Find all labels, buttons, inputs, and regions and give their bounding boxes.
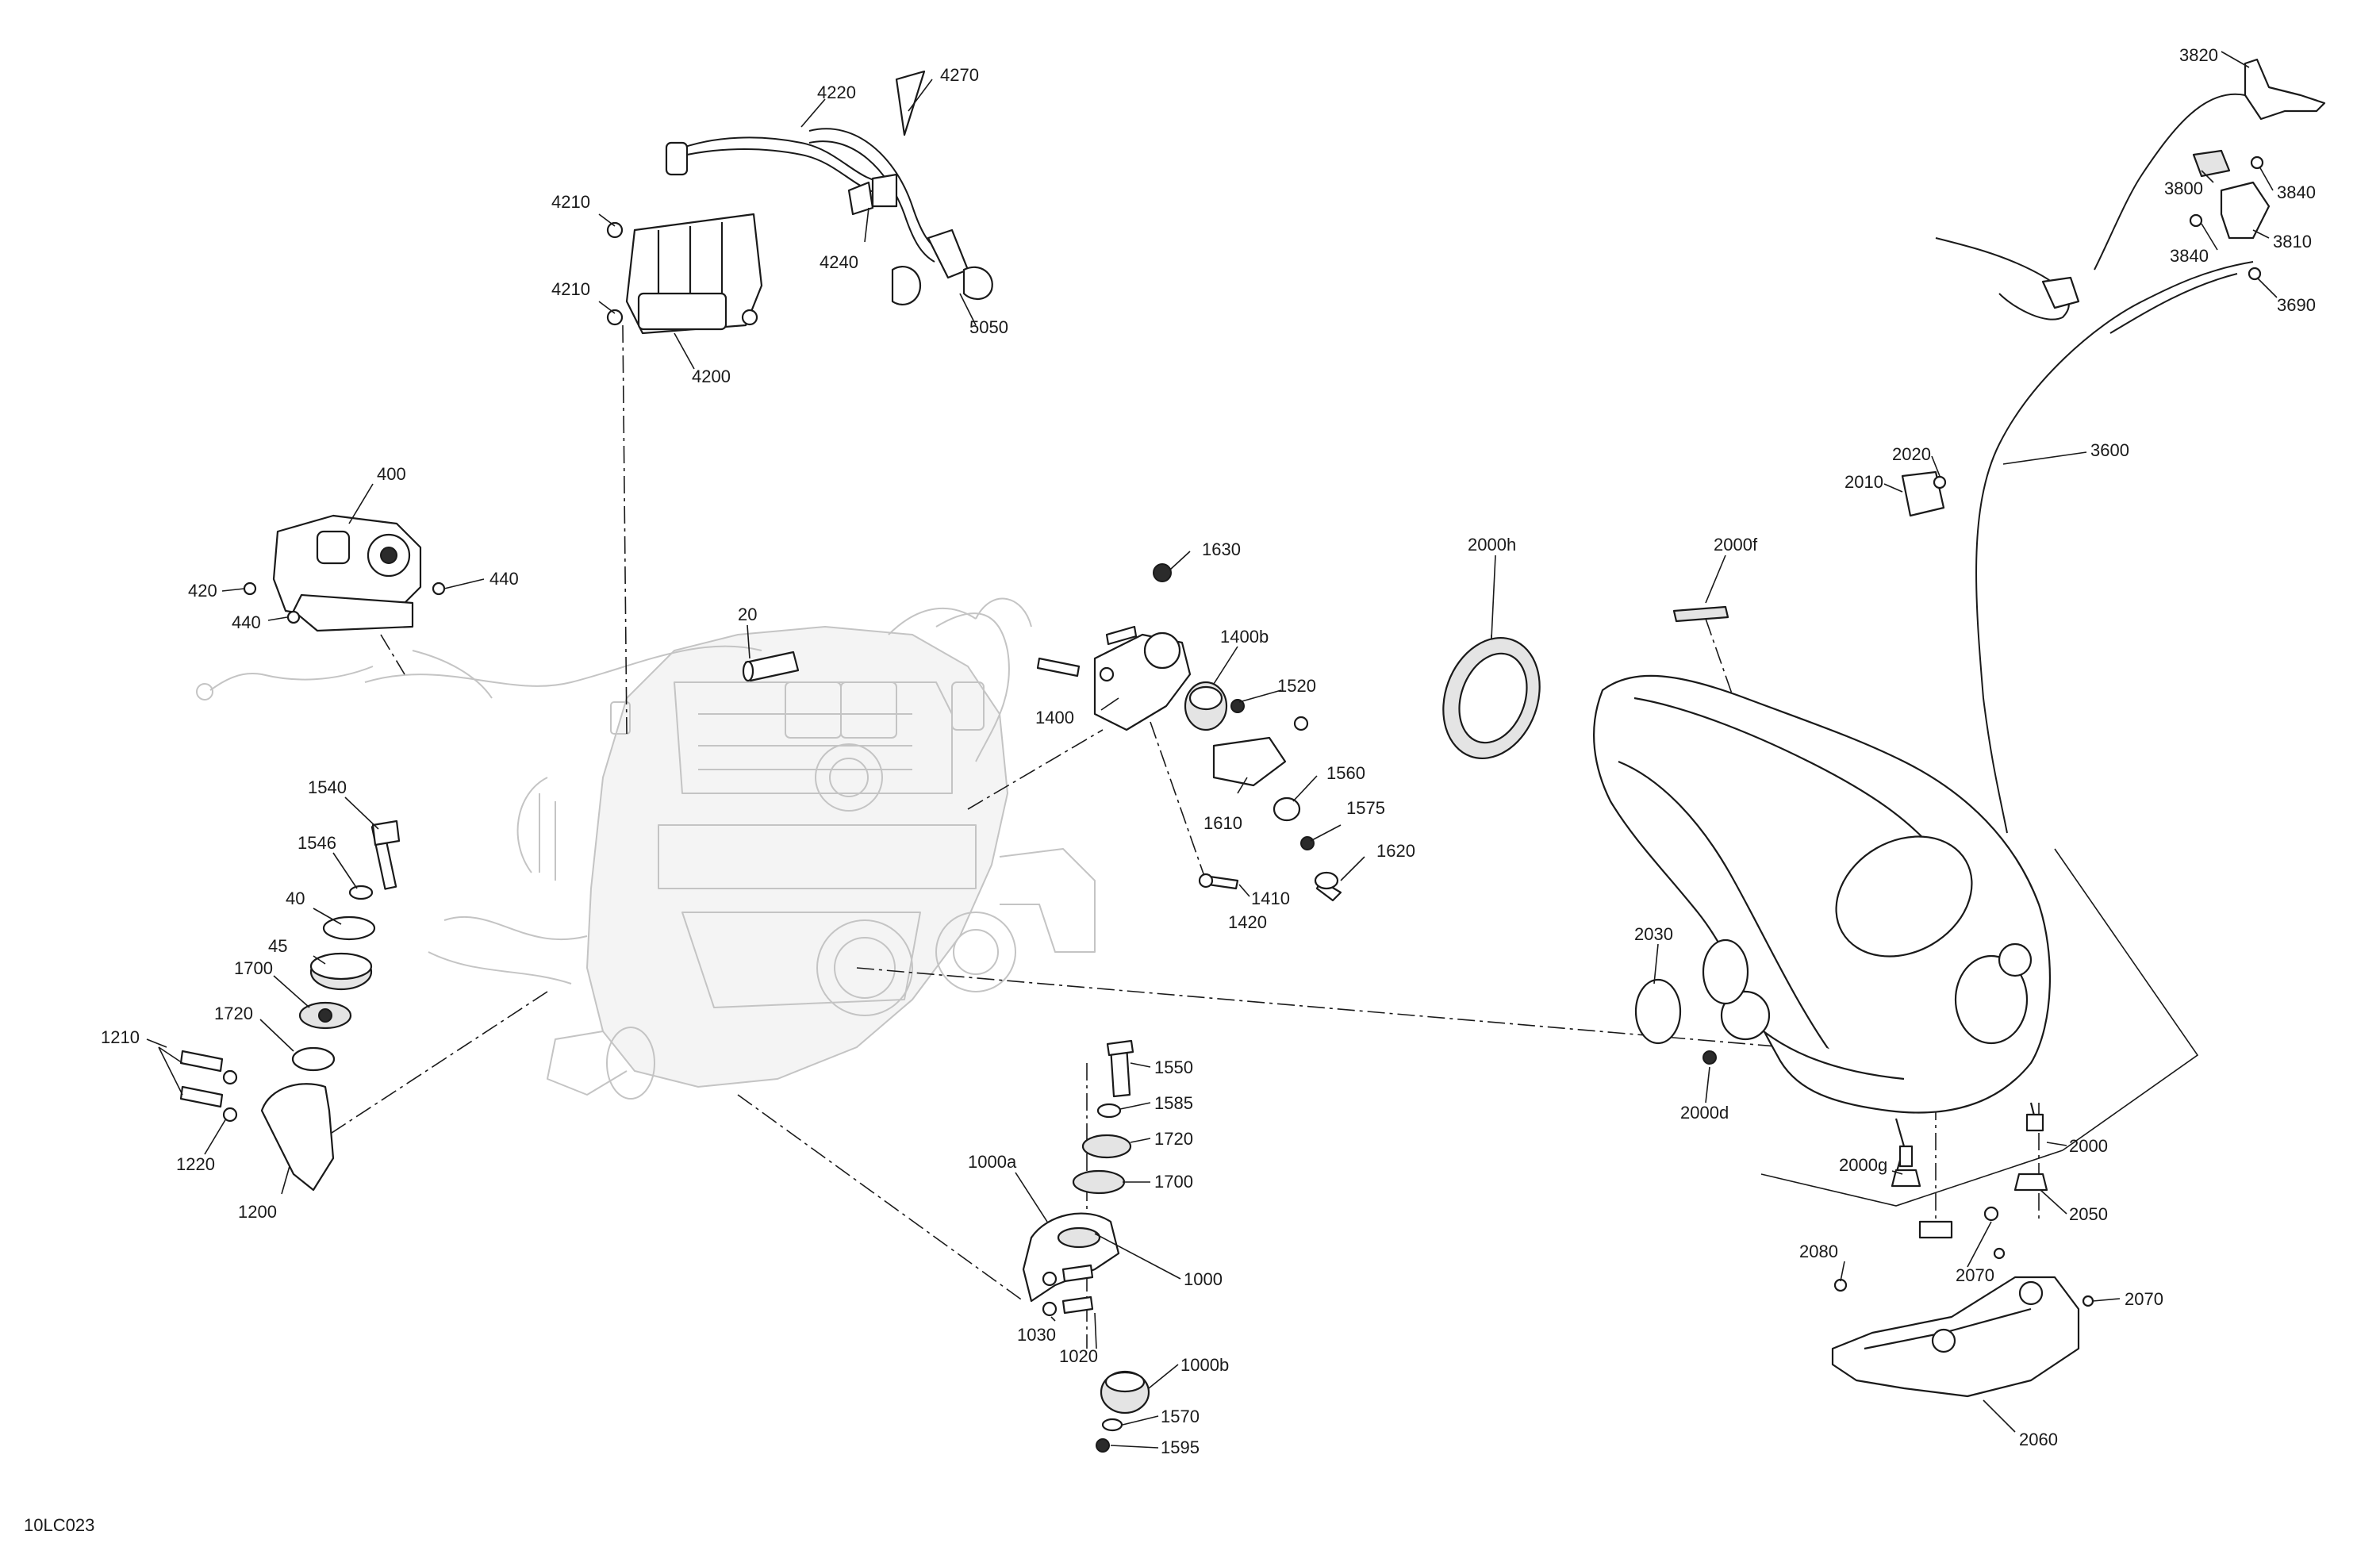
throttle-cable-assembly [1901,58,2326,834]
engine-assembly-ghost [364,597,1096,1100]
callout-2050: 2050 [2069,1204,2108,1224]
callout-1610: 1610 [1203,813,1242,833]
right-engine-mount [1036,563,1342,902]
callout-1400b: 1400b [1220,627,1269,647]
callout-3840: 3840 [2277,182,2316,202]
callout-1020: 1020 [1059,1346,1098,1366]
callout-1550: 1550 [1154,1057,1193,1077]
callout-2030: 2030 [1634,924,1673,944]
callout-2070: 2070 [2125,1289,2163,1309]
callout-1700: 1700 [1154,1172,1193,1192]
callout-4240: 4240 [820,252,858,272]
callout-400: 400 [377,464,406,484]
callout-1420: 1420 [1228,912,1267,932]
callout-1200: 1200 [238,1202,277,1222]
callout-1210: 1210 [101,1027,140,1047]
callout-2000d: 2000d [1680,1103,1729,1123]
callout-1540: 1540 [308,777,347,797]
callout-1620: 1620 [1376,841,1415,861]
callout-1520: 1520 [1277,676,1316,696]
callout-3600: 3600 [2090,440,2129,460]
callout-4210: 4210 [551,192,590,212]
callout-2020: 2020 [1892,444,1931,464]
callout-2000g: 2000g [1839,1155,1887,1175]
callout-20: 20 [738,605,757,624]
callout-2000f: 2000f [1714,535,1758,555]
callout-1030: 1030 [1017,1325,1056,1345]
part-number-labels: 4270 4220 4210 4210 4240 5050 4200 400 4… [24,45,2316,1535]
leader-lines [146,51,2278,1449]
callout-3810: 3810 [2273,232,2312,251]
center-engine-mount [1022,1039,1150,1453]
callout-1000a: 1000a [968,1152,1017,1172]
callout-2070: 2070 [1956,1265,1994,1285]
callout-440: 440 [232,612,261,632]
air-intake-silencer [1442,605,2094,1398]
callout-40: 40 [286,889,305,908]
ignition-coil-assembly [606,70,993,335]
callout-3840: 3840 [2170,246,2209,266]
callout-1546: 1546 [298,833,336,853]
callout-2010: 2010 [1844,472,1883,492]
callout-2000h: 2000h [1468,535,1516,555]
callout-1700: 1700 [234,958,273,978]
callout-2080: 2080 [1799,1242,1838,1261]
callout-1560: 1560 [1326,763,1365,783]
callout-4270: 4270 [940,65,979,85]
callout-4220: 4220 [817,83,856,102]
callout-1575: 1575 [1346,798,1385,818]
callout-1595: 1595 [1161,1437,1200,1457]
diagram-code: 10LC023 [24,1515,94,1535]
callout-1410: 1410 [1251,889,1290,908]
callout-1720: 1720 [1154,1129,1193,1149]
callout-1400: 1400 [1035,708,1074,727]
callout-1000b: 1000b [1180,1355,1229,1375]
callout-5050: 5050 [969,317,1008,337]
callout-4200: 4200 [692,367,731,386]
assembly-centerlines [328,324,2199,1349]
callout-3690: 3690 [2277,295,2316,315]
callout-2000: 2000 [2069,1136,2108,1156]
callout-2060: 2060 [2019,1430,2058,1449]
callout-45: 45 [268,936,287,956]
callout-1630: 1630 [1202,539,1241,559]
callout-3800: 3800 [2164,178,2203,198]
callout-1570: 1570 [1161,1407,1200,1426]
dowel-pin [742,651,800,682]
callout-1720: 1720 [214,1004,253,1023]
actuator-assembly [196,514,493,700]
callout-1585: 1585 [1154,1093,1193,1113]
callout-4210: 4210 [551,279,590,299]
callout-420: 420 [188,581,217,601]
callout-1000: 1000 [1184,1269,1223,1289]
callout-440: 440 [489,569,519,589]
callout-3820: 3820 [2179,45,2218,65]
callout-1220: 1220 [176,1154,215,1174]
left-engine-mount [179,819,401,1192]
